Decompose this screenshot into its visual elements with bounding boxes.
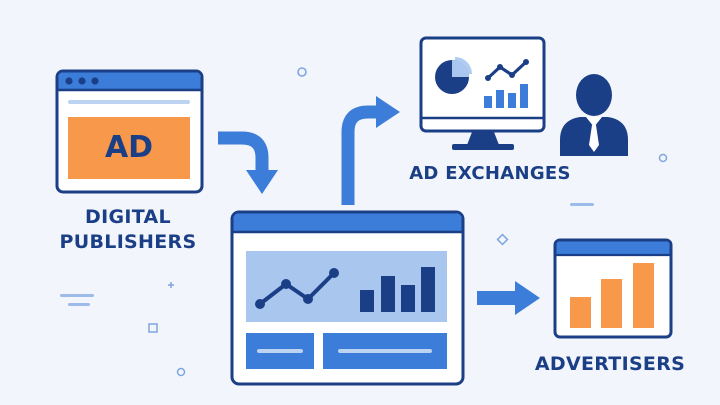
- bar-chart-icon: [484, 84, 528, 108]
- arrow-publisher-to-platform: [218, 131, 278, 194]
- advertiser-browser-window: [553, 238, 673, 339]
- advertisers-label: ADVERTISERS: [534, 353, 686, 375]
- arrow-platform-to-advertisers: [477, 281, 540, 315]
- person-icon: [560, 74, 628, 156]
- publisher-browser-window: [55, 69, 204, 194]
- publishers-label-line2: PUBLISHERS: [59, 231, 197, 253]
- pie-chart-icon: [435, 57, 472, 94]
- line-chart-icon: [485, 59, 529, 81]
- bar-chart-icon: [360, 267, 435, 312]
- bar-chart-icon: [570, 263, 654, 328]
- ad-banner: [68, 117, 190, 179]
- decor-marks: [60, 67, 668, 377]
- line-chart-icon: [255, 268, 339, 309]
- publishers-label-line1: DIGITAL: [85, 206, 171, 228]
- ad-banner-text: AD: [104, 130, 154, 165]
- arrow-platform-to-exchanges: [341, 96, 400, 205]
- publishers-label: DIGITAL PUBLISHERS: [48, 205, 208, 255]
- exchanges-label: AD EXCHANGES: [409, 163, 571, 184]
- monitor-icon: [419, 36, 546, 150]
- platform-dashboard-window: [230, 210, 465, 386]
